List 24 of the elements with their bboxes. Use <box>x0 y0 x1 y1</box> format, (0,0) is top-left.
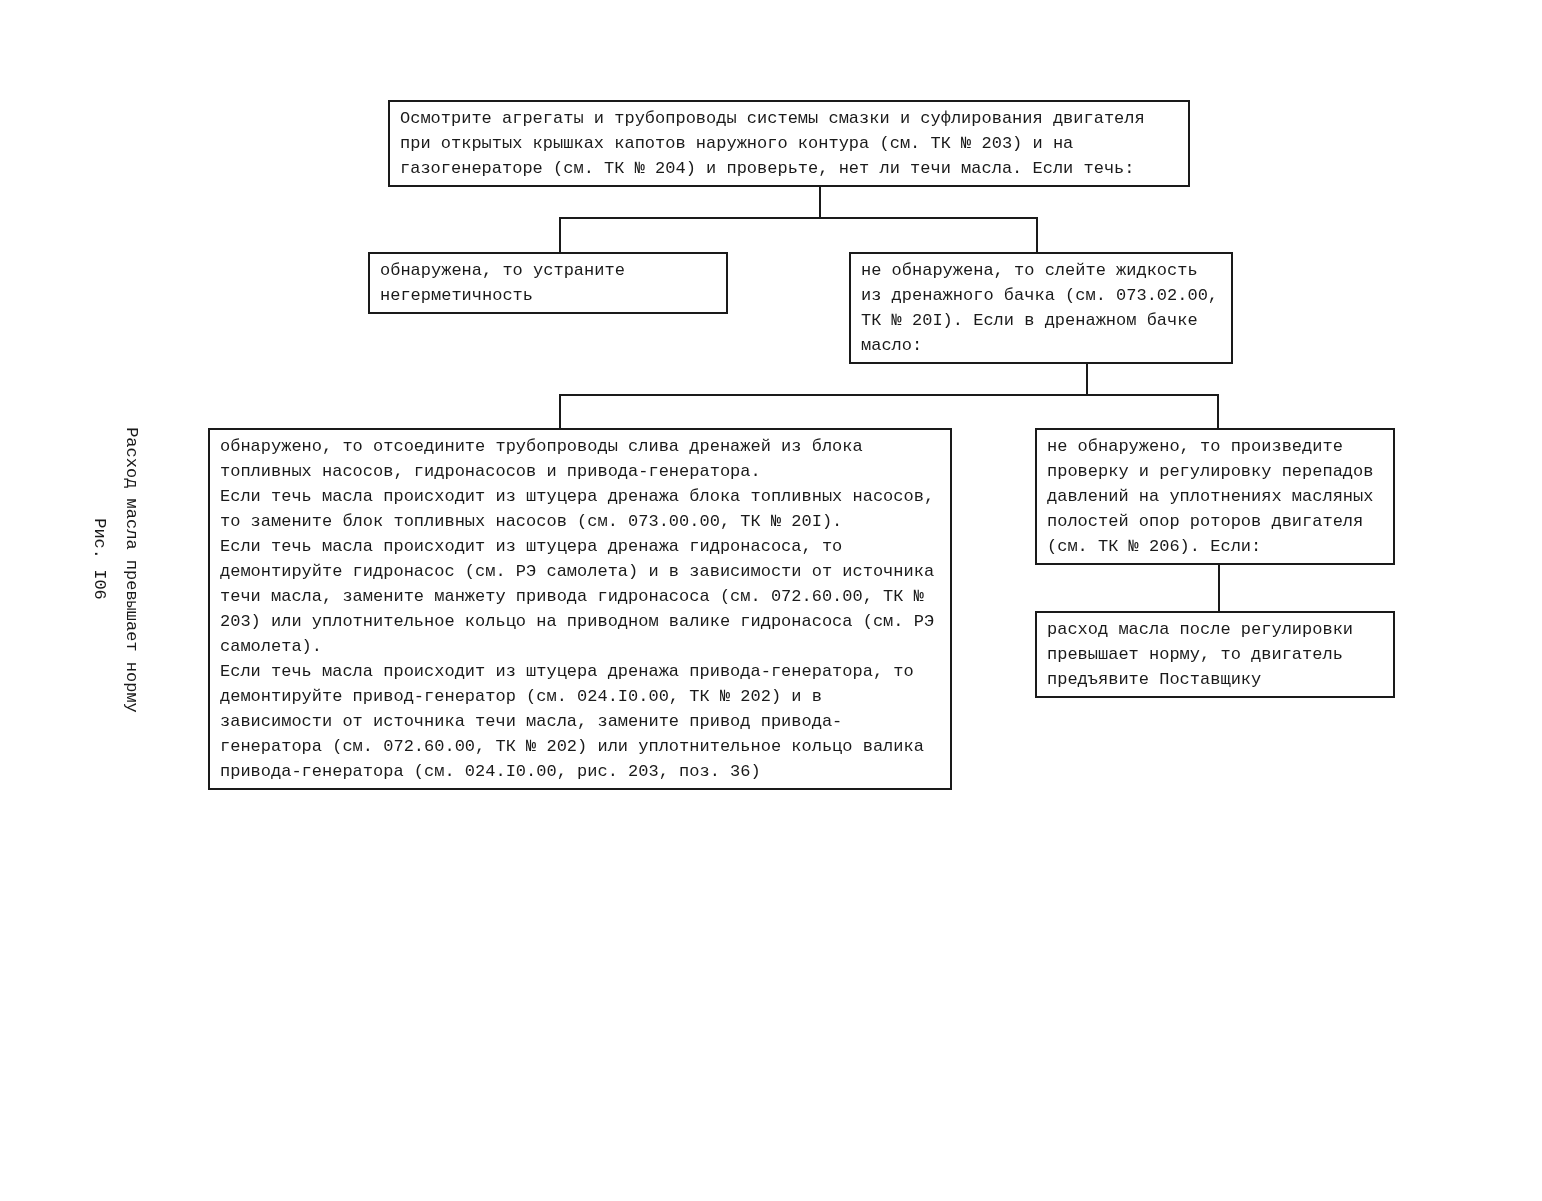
figure-caption: Рис. I06 <box>89 518 109 600</box>
process-box <box>1035 428 1395 565</box>
process-box <box>208 428 952 790</box>
connector-line <box>559 394 1088 429</box>
figure-title: Расход масла превышает норму <box>121 427 141 713</box>
instruction-text: расход масла после регулировки превышает норму, то двигатель предъявите Поставщику <box>1047 619 1355 691</box>
instruction-text: Если течь масла происходит из штуцера дренажа гидронасоса, то демонтируйте гидронасос (см. РЭ самолета) и в зависимости от источника течи масла, замените манжету привода гидронасоса (см. 072.60.00, ТК № 203) или уплотнительное кольцо на приводном валике гидронасоса (см. РЭ самолета). <box>220 536 936 658</box>
instruction-text: обнаружено, то отсоедините трубопроводы слива дренажей из блока топливных насосов, гидронасосов и привода-генератора. <box>220 436 864 483</box>
process-box <box>849 252 1233 364</box>
instruction-text: обнаружена, то устраните негерметичность <box>380 260 626 307</box>
instruction-text: Осмотрите агрегаты и трубопроводы системы смазки и суфлирования двигателя при открытых крышках капотов наружного контура (см. ТК № 203) и на газогенераторе (см. ТК № 204) и проверьте, нет ли течи масла. Если течь: <box>400 108 1146 180</box>
instruction-text: не обнаружена, то слейте жидкость из дренажного бачка (см. 073.02.00, ТК № 20I). Если в дренажном бачке масло: <box>861 260 1220 357</box>
instruction-text: Если течь масла происходит из штуцера дренажа привода-генератора, то демонтируйте привод-генератор (см. 024.I0.00, ТК № 202) и в зависимости от источника течи масла, замените привод привода-генератора (см. 072.60.00, ТК № 202) или уплотнительное кольцо валика привода-генератора (см. 024.I0.00, рис. 203, поз. 36) <box>220 661 925 783</box>
connector-line <box>559 217 821 253</box>
connector-line <box>1086 363 1088 396</box>
connector-line <box>819 217 1038 253</box>
connector-line <box>1218 564 1220 612</box>
instruction-text: не обнаружено, то произведите проверку и регулировку перепадов давлений на уплотнениях масляных полостей опор роторов двигателя (см. ТК № 206). Если: <box>1047 436 1375 558</box>
connector-line <box>819 186 821 219</box>
connector-line <box>1086 394 1219 429</box>
process-box <box>1035 611 1395 698</box>
instruction-text: Если течь масла происходит из штуцера дренажа блока топливных насосов, то замените блок топливных насосов (см. 073.00.00, ТК № 20I). <box>220 486 936 533</box>
process-box <box>368 252 728 314</box>
process-box <box>388 100 1190 187</box>
